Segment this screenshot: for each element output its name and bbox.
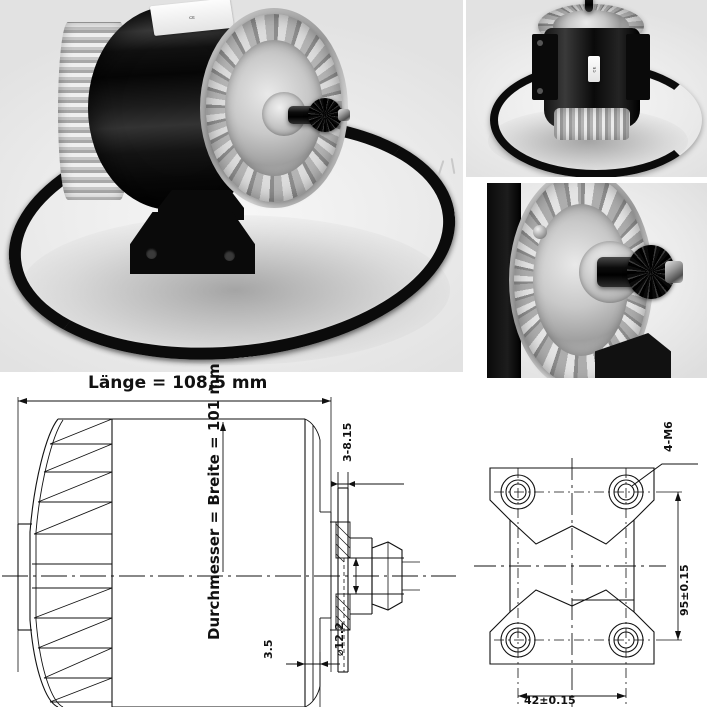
chain-sprocket [308, 98, 342, 132]
side-view-technical-drawing [0, 372, 463, 707]
drawing-canvas [466, 424, 707, 707]
product-label: CE [588, 56, 600, 82]
output-shaft [585, 0, 593, 12]
dimension-hole-spacing-horizontal-label: 42±0.15 [524, 694, 576, 707]
bracket-bolt-hole-left [146, 248, 157, 259]
bracket-bolt-hole-top [537, 40, 543, 46]
mounting-bracket-plate [532, 34, 558, 100]
bracket-technical-drawing [466, 424, 707, 707]
product-label-text: CE [591, 66, 597, 72]
upright-product-photo: CE [466, 0, 707, 177]
rear-fin-cap [554, 108, 630, 140]
dimension-keyway-label: 3-8.15 [341, 422, 354, 462]
end-cap-screw [533, 225, 547, 239]
dimension-thread-label: 4-M6 [662, 421, 675, 452]
dimension-length-label: Länge = 108,5 mm [88, 373, 268, 393]
drawing-canvas [0, 372, 463, 707]
dimension-shaft-diameter-label: ⌀12.2 [333, 622, 346, 656]
dimension-hole-spacing-vertical-label: 95±0.15 [678, 564, 691, 616]
bracket-bolt-hole-bottom [537, 88, 543, 94]
sprocket-closeup-photo [487, 183, 707, 378]
dimension-flange-thickness-label: 3.5 [262, 639, 275, 660]
product-label-text: CE [188, 14, 196, 20]
shaft-end-nut [338, 109, 350, 121]
dimension-diameter-text: Durchmesser = Breite = 101 mm [205, 363, 223, 640]
main-product-photo: CE [0, 0, 463, 372]
bracket-bolt-hole-right [224, 250, 235, 261]
dimension-diameter-label: Durchmesser = Breite = 101 mm [205, 363, 223, 640]
mounting-bracket-plate [130, 212, 255, 274]
mounting-bracket-plate-right [626, 34, 650, 100]
shaft-end-nut [665, 261, 683, 283]
